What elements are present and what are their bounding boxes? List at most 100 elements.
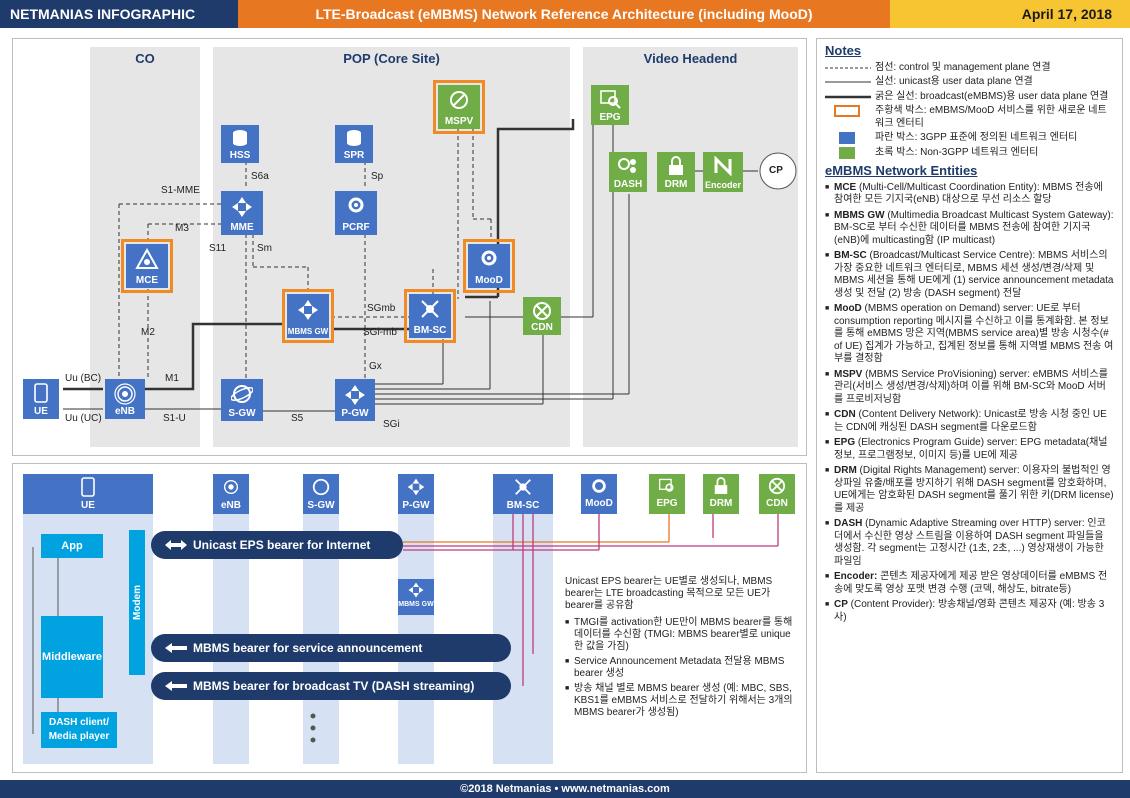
- cp-label: CP: [769, 165, 783, 176]
- pcrf-node[interactable]: PCRF: [335, 191, 377, 235]
- mbmsgw-mid-node[interactable]: MBMS GW: [398, 579, 434, 615]
- iface-m2: M2: [141, 327, 155, 338]
- triangle-network-icon: [135, 248, 159, 269]
- legend-orange-box: 주황색 박스: eMBMS/MooD 서비스를 위한 새로운 네트워크 엔터티: [825, 105, 1114, 130]
- thick-line-icon: [825, 95, 871, 98]
- legend-dashed: 점선: control 및 management plane 연결: [825, 62, 1114, 75]
- zone-co-title: CO: [135, 51, 155, 66]
- col-mood[interactable]: MooD: [581, 474, 617, 514]
- legend-thick: 굵은 실선: broadcast(eMBMS)용 user data plane…: [825, 91, 1114, 104]
- entity-item: Encoder: 콘텐츠 제공자에게 제공 받은 영상데이터를 eMBMS 전송…: [825, 571, 1114, 596]
- ue-app-box[interactable]: App: [41, 534, 103, 558]
- enb-node[interactable]: eNB: [105, 379, 145, 419]
- zone-pop-bg: [213, 47, 570, 447]
- col-drm[interactable]: DRM: [703, 474, 739, 514]
- ue-modem-box[interactable]: Modem: [129, 530, 145, 675]
- entity-item: BM-SC (Broadcast/Multicast Service Centr…: [825, 250, 1114, 300]
- ue-node[interactable]: UE: [23, 379, 59, 419]
- database-icon: [233, 130, 247, 146]
- cdn-node[interactable]: CDN: [523, 297, 561, 335]
- explain-item: TMGI를 activation한 UE만이 MBMS bearer를 통해 데…: [565, 617, 793, 653]
- cp-circle: [759, 152, 797, 190]
- pipe-mbms-announcement[interactable]: MBMS bearer for service announcement: [151, 634, 511, 662]
- pipe-unicast-internet[interactable]: Unicast EPS bearer for Internet: [151, 531, 403, 559]
- zone-pop-title: POP (Core Site): [343, 51, 440, 66]
- spr-node[interactable]: SPR: [335, 125, 373, 163]
- iface-s6a: S6a: [251, 171, 269, 182]
- iface-m3: M3: [175, 223, 189, 234]
- nodes-icon: [768, 477, 786, 495]
- iface-s1-u: S1-U: [163, 413, 186, 424]
- entity-item: MSPV (MBMS Service ProVisioning) server:…: [825, 369, 1114, 407]
- date-label: April 17, 2018: [890, 0, 1130, 28]
- mbmsgw-node[interactable]: MBMS GW: [282, 289, 334, 343]
- iface-s11: S11: [209, 243, 227, 254]
- iface-s1-mme: S1-MME: [161, 185, 200, 196]
- mme-node[interactable]: MME: [221, 191, 263, 235]
- iface-gx: Gx: [369, 361, 382, 372]
- entity-item: MooD (MBMS operation on Demand) server: …: [825, 303, 1114, 366]
- entity-item: MBMS GW (Multimedia Broadcast Multicast …: [825, 210, 1114, 248]
- col-epg[interactable]: EPG: [649, 474, 685, 514]
- hss-node[interactable]: HSS: [221, 125, 259, 163]
- mood-node[interactable]: MooD: [463, 239, 515, 293]
- blue-box-icon: [839, 132, 855, 144]
- pipe-mbms-broadcast-tv[interactable]: MBMS bearer for broadcast TV (DASH strea…: [151, 672, 511, 700]
- legend-green-box: 초록 박스: Non-3GPP 네트워크 엔터티: [825, 146, 1114, 160]
- ue-middleware-box[interactable]: Middleware: [41, 616, 103, 698]
- globe-icon: [231, 385, 253, 403]
- brand-label: NETMANIAS INFOGRAPHIC: [0, 0, 238, 28]
- bmsc-node[interactable]: BM-SC: [404, 289, 456, 343]
- solid-line-icon: [825, 81, 871, 83]
- col-sgw[interactable]: S-GW: [303, 474, 339, 514]
- dashed-line-icon: [825, 67, 871, 68]
- encoder-node[interactable]: Encoder: [703, 152, 743, 192]
- iface-uu-uc: Uu (UC): [65, 413, 102, 424]
- notes-title: Notes: [825, 43, 862, 58]
- legend-blue-box: 파란 박스: 3GPP 표준에 정의된 네트워크 엔터티: [825, 132, 1114, 145]
- page-title: LTE-Broadcast (eMBMS) Network Reference …: [238, 0, 890, 28]
- entity-item: CP (Content Provider): 방송채널/영화 콘텐츠 제공자 (…: [825, 599, 1114, 624]
- antenna-icon: [223, 479, 239, 495]
- iface-sm: Sm: [257, 243, 272, 254]
- mspv-node[interactable]: MSPV: [433, 80, 485, 134]
- bearer-panel: UE eNB S-GW P-GW BM-SC MooD EPG DRM CDN …: [12, 463, 807, 773]
- nodes-icon: [515, 479, 531, 495]
- sgw-node[interactable]: S-GW: [221, 379, 263, 421]
- green-box-icon: [839, 146, 855, 159]
- globe-icon: [312, 478, 330, 496]
- entity-item: MCE (Multi-Cell/Multicast Coordination E…: [825, 182, 1114, 207]
- iface-sgi-mb: SGi-mb: [363, 327, 397, 338]
- col-enb[interactable]: eNB: [213, 474, 249, 514]
- cross-arrows-icon: [407, 478, 425, 496]
- drm-node[interactable]: DRM: [657, 152, 695, 192]
- phone-icon: [81, 477, 95, 497]
- orange-box-icon: [834, 105, 860, 117]
- entity-item: DRM (Digital Rights Management) server: …: [825, 465, 1114, 515]
- header-bar: NETMANIAS INFOGRAPHIC LTE-Broadcast (eMB…: [0, 0, 1130, 28]
- explain-item: Service Announcement Metadata 전달용 MBMS b…: [565, 656, 793, 680]
- gear-icon: [348, 197, 364, 213]
- iface-uu-bc: Uu (BC): [65, 373, 102, 384]
- col-pgw[interactable]: P-GW: [398, 474, 434, 514]
- cross-arrows-icon: [232, 197, 252, 217]
- col-ue[interactable]: UE: [23, 474, 153, 514]
- nodes-icon: [421, 300, 439, 318]
- zone-headend-title: Video Headend: [643, 51, 738, 66]
- nodes-icon: [450, 91, 468, 109]
- iface-sgmb: SGmb: [367, 303, 396, 314]
- dash-node[interactable]: DASH: [609, 152, 647, 192]
- col-cdn[interactable]: CDN: [759, 474, 795, 514]
- iface-sgi: SGi: [383, 419, 400, 430]
- architecture-panel: CO POP (Core Site) Video Headend UE eNB …: [12, 38, 807, 456]
- ue-dash-client-box[interactable]: DASH client/ Media player: [41, 712, 117, 748]
- pgw-node[interactable]: P-GW: [335, 379, 375, 421]
- mce-node[interactable]: MCE: [121, 239, 173, 293]
- lock-icon: [714, 477, 728, 494]
- col-bmsc[interactable]: BM-SC: [493, 474, 553, 514]
- epg-node[interactable]: EPG: [591, 85, 629, 125]
- phone-icon: [34, 383, 48, 403]
- gear-icon: [592, 479, 606, 493]
- nodes-icon: [533, 302, 551, 320]
- legend-solid: 실선: unicast용 user data plane 연결: [825, 76, 1114, 89]
